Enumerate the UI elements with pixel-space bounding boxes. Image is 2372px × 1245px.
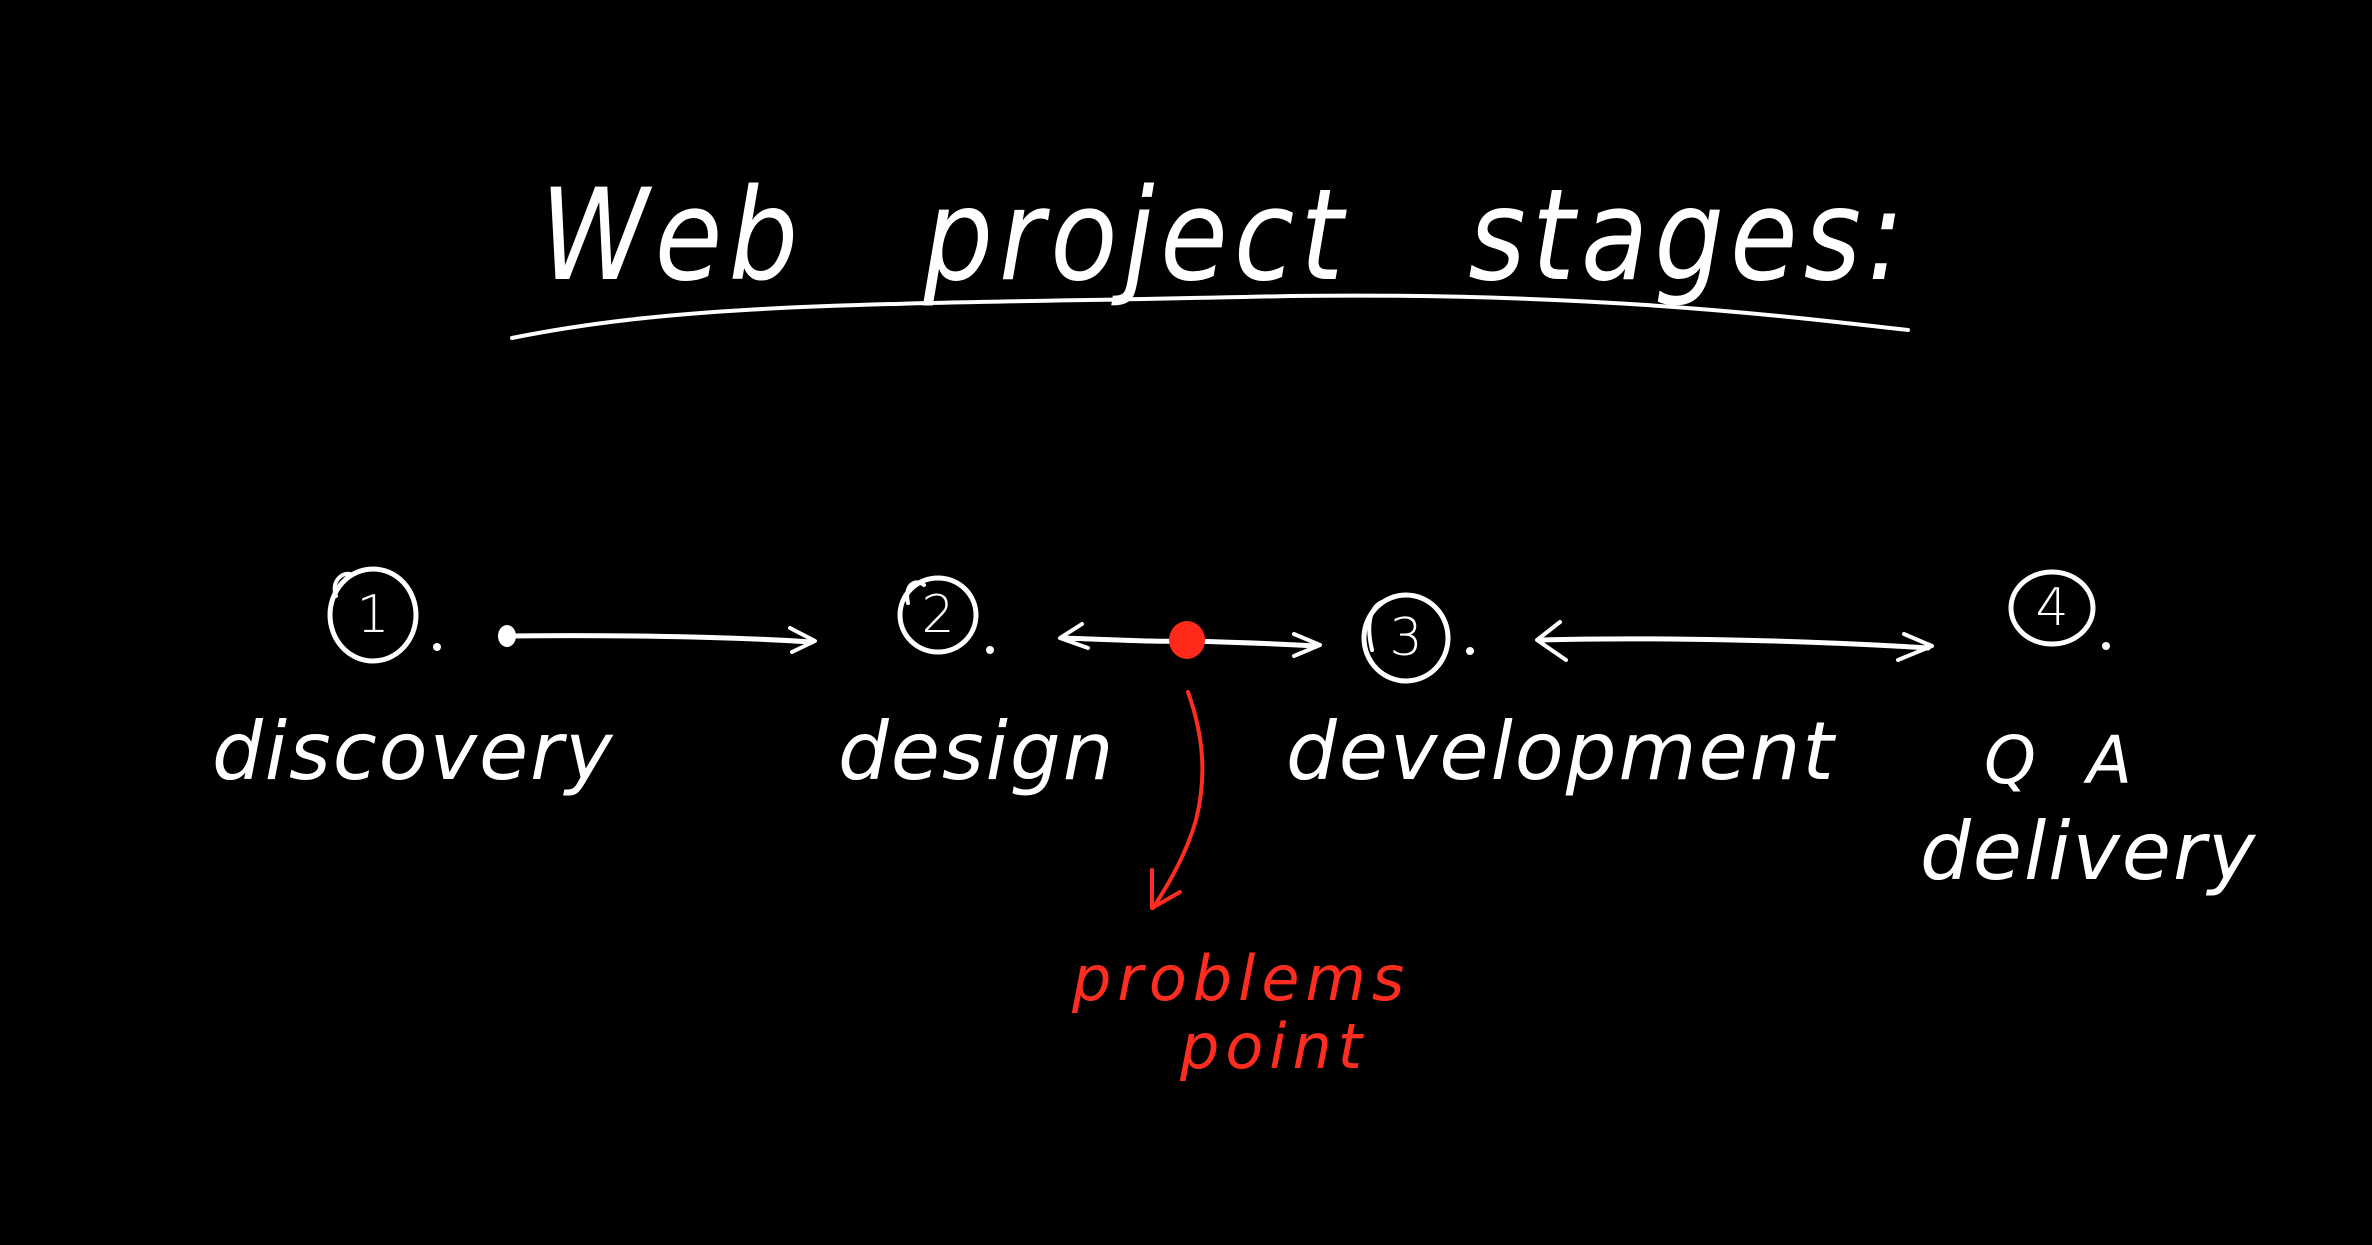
title-underline xyxy=(510,293,1910,340)
annotation-point: point xyxy=(1180,1010,1369,1083)
stage-4-number: 4 xyxy=(2035,578,2069,638)
stage-label-development: development xyxy=(1286,705,1836,798)
double-arrow-icon xyxy=(1535,620,1934,662)
stage-3-number: 3 xyxy=(1389,608,1423,668)
stage-2-number: 2 xyxy=(921,585,955,645)
period-dot xyxy=(986,646,994,654)
period-dot xyxy=(1466,647,1474,655)
stage-label-discovery: discovery xyxy=(212,705,615,798)
stage-label-delivery: delivery xyxy=(1920,805,2258,898)
stage-label-qa: Q A xyxy=(1984,722,2135,799)
stage-label-design: design xyxy=(838,705,1116,798)
stage-1-circle-icon xyxy=(327,566,419,664)
period-dot xyxy=(433,643,441,651)
start-dot-icon xyxy=(498,625,516,647)
problem-point-dot-icon xyxy=(1169,621,1205,659)
stage-2-circle-icon xyxy=(897,575,979,655)
period-dot xyxy=(2102,642,2110,650)
stage-1-number: 1 xyxy=(356,585,390,645)
curved-arrow-down-icon xyxy=(1150,690,1205,910)
stage-3-circle-icon xyxy=(1361,592,1451,684)
stage-4-circle-icon xyxy=(2008,569,2096,647)
arrow-right-icon xyxy=(504,626,817,654)
annotation-problems: problems xyxy=(1072,942,1411,1015)
diagram-title: Web project stages: xyxy=(540,161,1911,309)
